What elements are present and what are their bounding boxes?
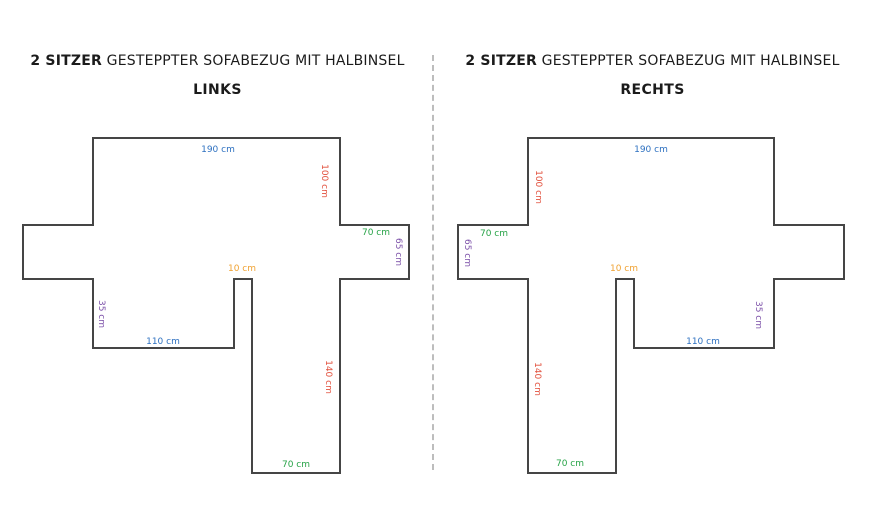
- sofa-cover-diagram-rechts: 190 cm 100 cm 70 cm 65 cm 10 cm 35 cm 11…: [457, 137, 845, 474]
- dim-armrest-top: 70 cm: [480, 229, 508, 239]
- dim-notch-width: 10 cm: [228, 264, 256, 274]
- dim-back-height: 100 cm: [533, 170, 543, 204]
- product-description: GESTEPPTER SOFABEZUG MIT HALBINSEL: [541, 53, 840, 69]
- dim-armrest-top: 70 cm: [362, 228, 390, 238]
- dim-chaise-width: 70 cm: [556, 459, 584, 469]
- dim-seat-front: 110 cm: [146, 337, 180, 347]
- dim-back-height: 100 cm: [319, 164, 329, 198]
- dim-top-width: 190 cm: [201, 145, 235, 155]
- dim-front-side: 35 cm: [96, 300, 106, 328]
- dim-chaise-width: 70 cm: [282, 460, 310, 470]
- panel-title: 2 SITZER GESTEPPTER SOFABEZUG MIT HALBIN…: [0, 53, 435, 69]
- panel-links: 2 SITZER GESTEPPTER SOFABEZUG MIT HALBIN…: [0, 53, 435, 474]
- dim-armrest-side: 65 cm: [393, 238, 403, 266]
- panel-title: 2 SITZER GESTEPPTER SOFABEZUG MIT HALBIN…: [435, 53, 870, 69]
- product-description: GESTEPPTER SOFABEZUG MIT HALBINSEL: [106, 53, 405, 69]
- product-name: 2 SITZER: [465, 53, 537, 69]
- dim-chaise-length: 140 cm: [323, 360, 333, 394]
- dim-seat-front: 110 cm: [686, 337, 720, 347]
- dim-front-side: 35 cm: [753, 301, 763, 329]
- variant-label: RECHTS: [620, 82, 685, 98]
- panel-divider: [432, 55, 434, 470]
- variant-label: LINKS: [193, 82, 242, 98]
- cover-outline: [457, 137, 845, 474]
- dim-armrest-side: 65 cm: [462, 239, 472, 267]
- dim-notch-width: 10 cm: [610, 264, 638, 274]
- cover-outline: [22, 137, 410, 474]
- dim-top-width: 190 cm: [634, 145, 668, 155]
- panel-rechts: 2 SITZER GESTEPPTER SOFABEZUG MIT HALBIN…: [435, 0, 870, 524]
- dim-chaise-length: 140 cm: [532, 362, 542, 396]
- sofa-cover-diagram-links: 190 cm 100 cm 70 cm 65 cm 10 cm 35 cm 11…: [22, 137, 410, 474]
- product-name: 2 SITZER: [30, 53, 102, 69]
